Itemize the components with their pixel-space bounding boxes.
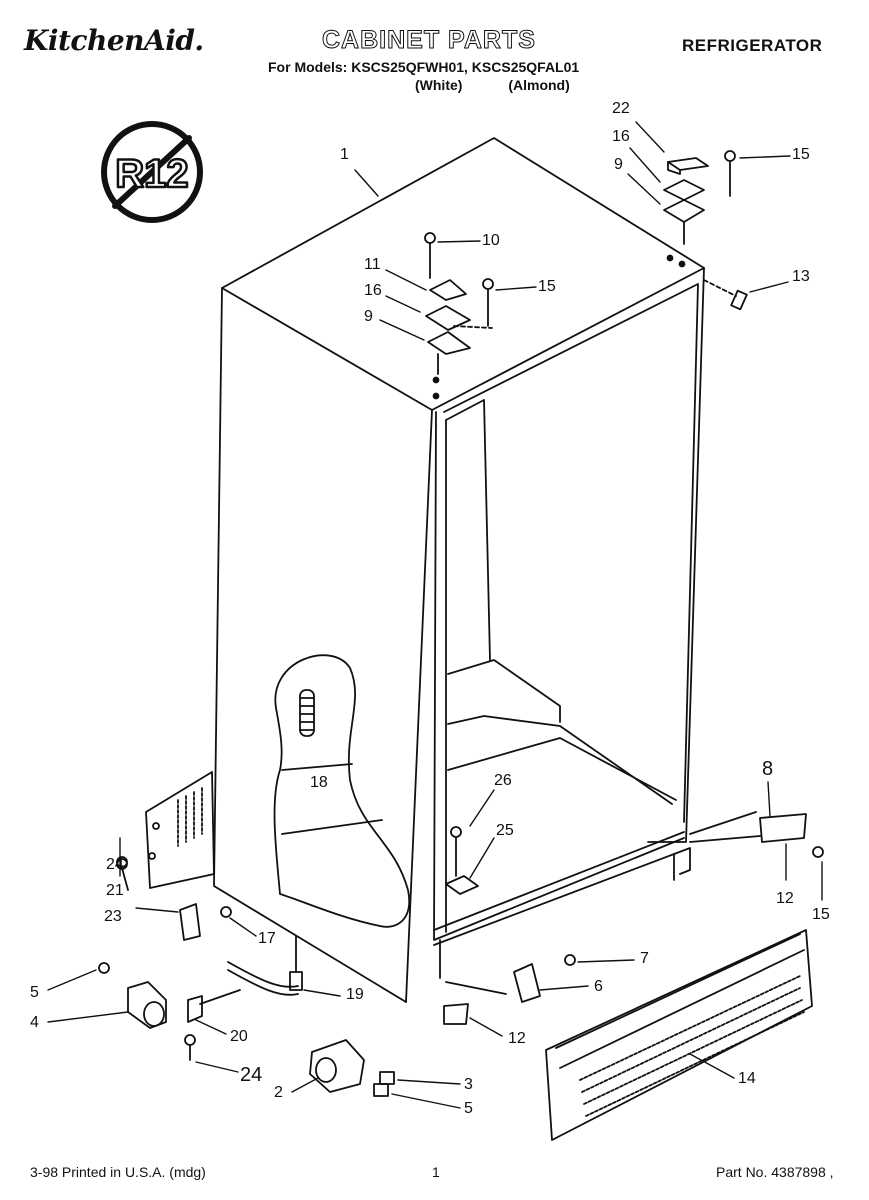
- callout-14: 14: [738, 1070, 756, 1087]
- callout-5-left: 5: [30, 984, 39, 1001]
- callout-9-top: 9: [614, 156, 623, 173]
- bracket-6: [513, 954, 576, 1003]
- brand-logo: KitchenAid.: [24, 24, 204, 57]
- leveler-parts: [445, 826, 479, 895]
- category-label: REFRIGERATOR: [682, 36, 823, 55]
- callout-19: 19: [346, 986, 364, 1003]
- callout-12-right: 12: [776, 890, 794, 907]
- callout-2: 2: [274, 1084, 283, 1101]
- callout-15-mid: 15: [538, 278, 556, 295]
- tube-19: [227, 935, 303, 996]
- callout-15-top: 15: [792, 146, 810, 163]
- callout-11: 11: [364, 256, 381, 273]
- bracket-12: [443, 981, 507, 1025]
- part-13: [703, 279, 748, 311]
- roller-4: [98, 962, 167, 1029]
- bracket-20: [184, 989, 241, 1061]
- callout-7: 7: [640, 950, 649, 967]
- callout-13: 13: [792, 268, 810, 285]
- callout-24-lower: 24: [240, 1064, 263, 1086]
- page-title: CABINET PARTS: [322, 26, 536, 55]
- callout-26: 26: [494, 772, 512, 789]
- callout-23: 23: [104, 908, 122, 925]
- callout-4: 4: [30, 1014, 39, 1031]
- callout-24-upper: 24: [106, 856, 124, 873]
- variant-almond: (Almond): [508, 77, 570, 93]
- callout-8: 8: [762, 758, 774, 780]
- callout-12-lower: 12: [508, 1030, 526, 1047]
- clip-23: [179, 903, 232, 941]
- bracket-8: [689, 811, 824, 858]
- leader-lines: [47, 121, 823, 1109]
- callout-16-top: 16: [612, 128, 630, 145]
- hinge-assembly-right: [663, 150, 736, 245]
- callout-3: 3: [464, 1076, 473, 1093]
- print-info: 3-98 Printed in U.S.A. (mdg): [30, 1164, 206, 1180]
- models-line: For Models: KSCS25QFWH01, KSCS25QFAL01: [268, 59, 580, 75]
- variant-white: (White): [415, 77, 463, 93]
- callout-21: 21: [106, 882, 124, 899]
- page-number: 1: [432, 1164, 440, 1180]
- callout-16-mid: 16: [364, 282, 382, 299]
- callout-22: 22: [612, 100, 630, 117]
- hinge-assembly-center: [424, 232, 494, 375]
- no-r12-badge: R12: [101, 121, 203, 223]
- callout-1: 1: [340, 146, 349, 163]
- model-variants: (White) (Almond): [415, 77, 570, 93]
- callout-17: 17: [258, 930, 276, 947]
- cabinet-body: [213, 137, 705, 1003]
- callout-18: 18: [310, 774, 328, 791]
- callout-25: 25: [496, 822, 514, 839]
- callout-15-right: 15: [812, 906, 830, 923]
- callout-20: 20: [230, 1028, 248, 1045]
- part-number: Part No. 4387898 ,: [716, 1164, 834, 1180]
- callout-5-lower: 5: [464, 1100, 473, 1117]
- callout-9-mid: 9: [364, 308, 373, 325]
- callout-6: 6: [594, 978, 603, 995]
- screw-24-upper: [116, 856, 129, 891]
- roller-2: [309, 1039, 395, 1097]
- callout-10: 10: [482, 232, 500, 249]
- badge-text: R12: [115, 152, 188, 196]
- toe-grille: [545, 929, 813, 1141]
- bracket-plate: [116, 771, 215, 889]
